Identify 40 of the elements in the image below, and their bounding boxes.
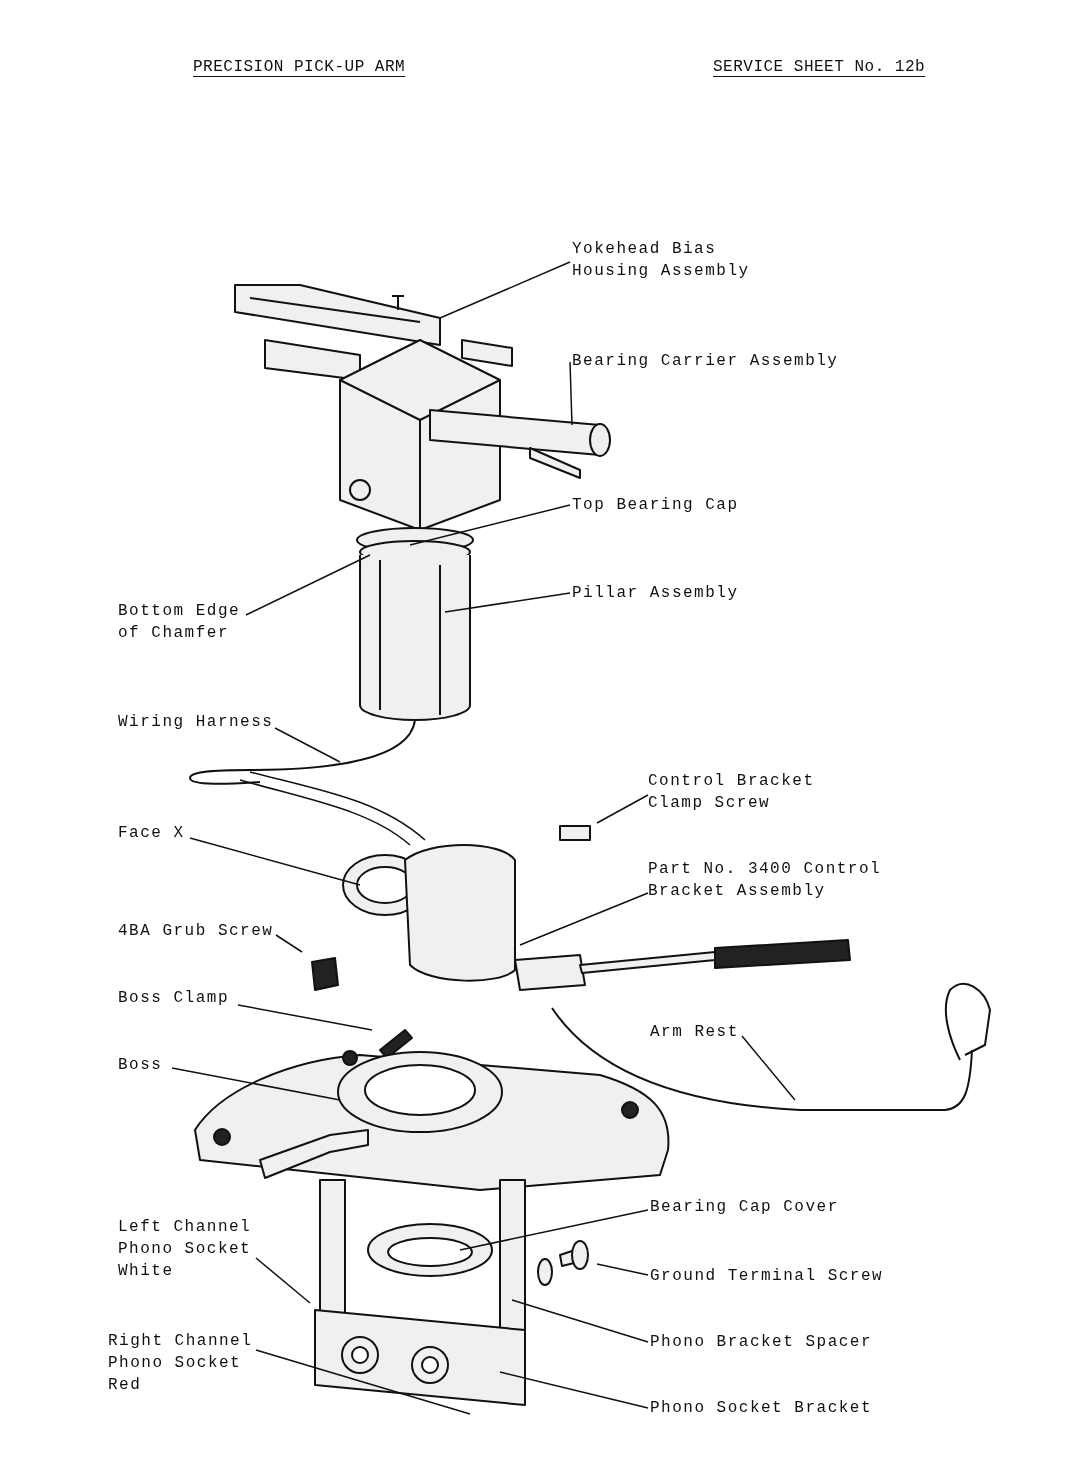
page-title: PRECISION PICK-UP ARM [193, 58, 406, 77]
leader-line [439, 261, 571, 319]
part-label: Bearing Cap Cover [650, 1197, 840, 1218]
part-label: Yokehead Bias Housing Assembly [572, 239, 751, 282]
leader-line [409, 504, 571, 546]
part-label: Right Channel Phono Socket Red [108, 1331, 254, 1396]
part-label: Face X [118, 823, 186, 844]
part-label: Boss Clamp [118, 988, 230, 1009]
leader-line [237, 1004, 373, 1031]
part-label: Ground Terminal Screw [650, 1266, 885, 1287]
part-label: 4BA Grub Screw [118, 921, 275, 942]
part-label: Top Bearing Cap [572, 495, 740, 516]
leader-line [519, 892, 649, 946]
leader-line [274, 727, 341, 763]
leader-line [596, 1263, 649, 1276]
leader-line [255, 1349, 471, 1415]
leader-line [245, 554, 371, 616]
leader-line [459, 1209, 649, 1251]
leader-line [511, 1299, 649, 1343]
leader-line [275, 934, 303, 953]
leader-line [255, 1257, 311, 1304]
part-label: Arm Rest [650, 1022, 740, 1043]
part-label: Phono Socket Bracket [650, 1398, 874, 1419]
sheet-number: SERVICE SHEET No. 12b [713, 58, 926, 77]
part-label: Part No. 3400 Control Bracket Assembly [648, 859, 883, 902]
leader-line [171, 1067, 341, 1101]
part-label: Bottom Edge of Chamfer [118, 601, 242, 644]
part-label: Wiring Harness [118, 712, 275, 733]
leader-line [189, 837, 361, 886]
leader-line [499, 1371, 649, 1409]
part-label: Phono Bracket Spacer [650, 1332, 874, 1353]
part-label: Boss [118, 1055, 164, 1076]
part-label: Left Channel Phono Socket White [118, 1217, 253, 1282]
leader-line [741, 1035, 796, 1101]
part-label: Pillar Assembly [572, 583, 740, 604]
leader-line [569, 361, 573, 426]
part-label: Bearing Carrier Assembly [572, 351, 840, 372]
leader-line [596, 794, 649, 824]
part-label: Control Bracket Clamp Screw [648, 771, 816, 814]
leader-line [444, 592, 571, 613]
